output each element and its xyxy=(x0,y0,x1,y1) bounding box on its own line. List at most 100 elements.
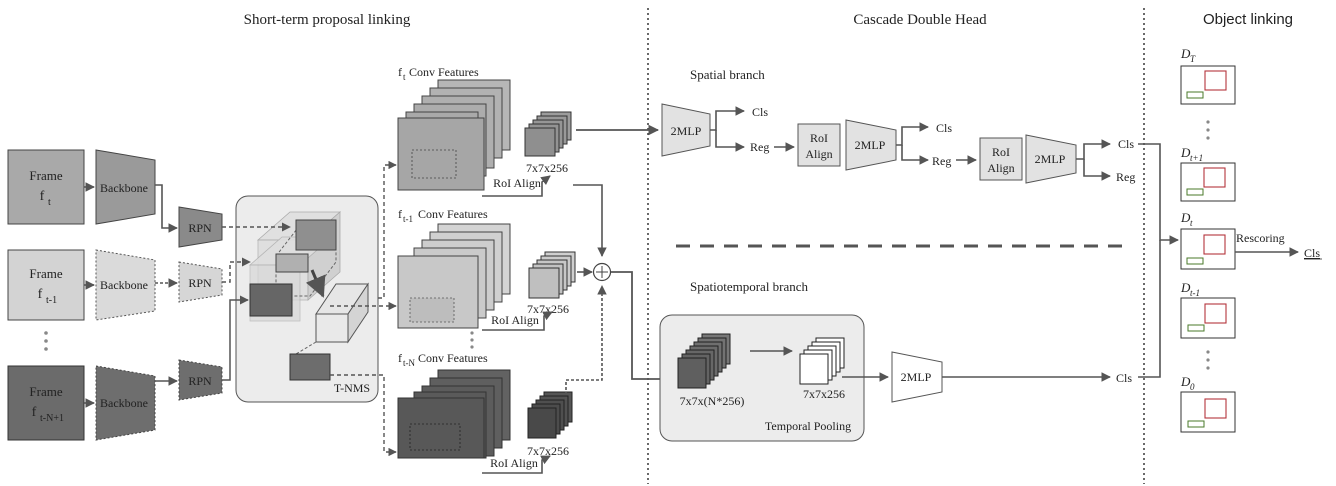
arrow xyxy=(482,455,551,474)
arrow xyxy=(330,374,397,457)
backbone-t: Backbone xyxy=(95,149,156,225)
arrow xyxy=(222,295,249,381)
stack-n-label: 7x7x(N*256) xyxy=(680,394,745,408)
conv-features-symbol: f xyxy=(398,351,402,365)
roi-features-t-1: 7x7x256 RoI Align xyxy=(491,251,576,327)
arrow xyxy=(1083,159,1111,181)
spatial-branch-title: Spatial branch xyxy=(690,67,765,82)
arrow xyxy=(573,184,607,257)
backbone-label: Backbone xyxy=(100,181,148,195)
frame-label: Frame xyxy=(29,168,62,183)
conv-features-label: Conv Features xyxy=(418,207,488,221)
detection-symbol: D xyxy=(1180,46,1191,61)
roi-align-box-2: RoI Align xyxy=(979,137,1023,181)
detection-symbol: D xyxy=(1180,280,1191,295)
backbone-t-n-1: Backbone xyxy=(95,365,156,441)
roi-size-label: 7x7x256 xyxy=(527,302,569,316)
feature-aggregation-sum xyxy=(592,262,612,282)
arrow xyxy=(155,184,178,233)
mlp-temporal: 2MLP xyxy=(891,351,943,403)
mlp-3: 2MLP xyxy=(1025,134,1077,184)
arrow xyxy=(565,285,607,400)
frame-subscript: t xyxy=(48,197,51,208)
mlp-label: 2MLP xyxy=(901,370,932,384)
cls-output-2: Cls xyxy=(936,121,952,135)
arrow xyxy=(482,311,553,331)
frame-symbol: f xyxy=(40,189,45,204)
section-title-cascade-head: Cascade Double Head xyxy=(853,12,987,28)
final-cls-output: Cls xyxy=(1304,246,1320,260)
rpn-label: RPN xyxy=(188,276,212,290)
t-nms-label: T-NMS xyxy=(334,381,370,395)
roi-features-t: 7x7x256 RoI Align xyxy=(493,111,572,190)
detection-t-final: D T xyxy=(1180,46,1236,105)
detection-t-minus-1: D t-1 xyxy=(1180,280,1236,339)
frame-label: Frame xyxy=(29,266,62,281)
conv-features-t-1: f t-1 Conv Features xyxy=(397,207,511,329)
rpn-t: RPN xyxy=(178,206,223,248)
detection-symbol: D xyxy=(1180,210,1191,225)
ellipsis-dot xyxy=(1206,120,1210,124)
frame-t-1: Frame f t-1 xyxy=(7,249,85,321)
conv-features-label: Conv Features xyxy=(409,65,479,79)
reg-output-3: Reg xyxy=(1116,170,1135,184)
detection-subscript: t-1 xyxy=(1190,288,1200,298)
backbone-t-1: Backbone xyxy=(95,249,156,321)
arrow xyxy=(901,145,929,165)
conv-features-symbol: f xyxy=(398,207,402,221)
frame-t: Frame f t xyxy=(7,149,85,225)
ellipsis-dot xyxy=(44,347,48,351)
ellipsis-dot xyxy=(44,331,48,335)
arrow xyxy=(482,175,551,197)
detection-symbol: D xyxy=(1180,145,1191,160)
frame-t-n-1: Frame f t-N+1 xyxy=(7,365,85,441)
arrow xyxy=(710,106,745,131)
temporal-pooling-label: Temporal Pooling xyxy=(765,419,851,433)
frame-symbol: f xyxy=(32,405,37,420)
arrow xyxy=(1138,143,1179,245)
t-nms-panel: T-NMS xyxy=(235,195,379,403)
section-title-object-linking: Object linking xyxy=(1203,11,1293,28)
mlp-2: 2MLP xyxy=(845,119,897,171)
frame-subscript: t-N+1 xyxy=(40,413,64,424)
roi-size-label: 7x7x256 xyxy=(526,161,568,175)
rescoring-label: Rescoring xyxy=(1236,231,1285,245)
ellipsis-dot xyxy=(470,331,474,335)
spatiotemporal-branch-title: Spatiotemporal branch xyxy=(690,279,809,294)
temporal-pooling-panel: 7x7x(N*256) 7x7x256 Temporal Pooling xyxy=(659,314,865,442)
ellipsis-dot xyxy=(1206,128,1210,132)
detection-subscript: t+1 xyxy=(1190,153,1203,163)
stack-pooled-label: 7x7x256 xyxy=(803,387,845,401)
ellipsis-dot xyxy=(44,339,48,343)
arrow xyxy=(1138,240,1161,378)
roi-align-label: RoI Align xyxy=(490,456,538,470)
rpn-label: RPN xyxy=(188,221,212,235)
ellipsis-dot xyxy=(470,338,474,342)
conv-features-t-n: f t-N Conv Features xyxy=(397,351,511,459)
frame-subscript: t-1 xyxy=(46,295,57,306)
conv-features-symbol: f xyxy=(398,65,402,79)
roi-align-box-line2: Align xyxy=(805,147,832,161)
arrow xyxy=(222,257,251,283)
reg-output-2: Reg xyxy=(932,154,951,168)
rpn-t-n-1: RPN xyxy=(178,359,223,401)
detection-subscript: t xyxy=(1190,218,1193,228)
detection-t-plus-1: D t+1 xyxy=(1180,145,1236,202)
conv-features-subscript: t xyxy=(403,72,406,82)
backbone-label: Backbone xyxy=(100,396,148,410)
ellipsis-dot xyxy=(1206,366,1210,370)
section-title-proposal-linking: Short-term proposal linking xyxy=(244,12,411,28)
detection-symbol: D xyxy=(1180,374,1191,389)
roi-align-label: RoI Align xyxy=(491,313,539,327)
detection-subscript: 0 xyxy=(1190,382,1195,392)
ellipsis-dot xyxy=(1206,350,1210,354)
cls-output-1: Cls xyxy=(752,105,768,119)
arrow xyxy=(378,160,397,299)
roi-align-box-1: RoI Align xyxy=(797,123,841,167)
arrow xyxy=(896,122,929,146)
detection-subscript: T xyxy=(1190,54,1196,64)
conv-features-label: Conv Features xyxy=(418,351,488,365)
ellipsis-dot xyxy=(1206,358,1210,362)
mlp-label: 2MLP xyxy=(671,124,702,138)
mlp-label: 2MLP xyxy=(1035,152,1066,166)
